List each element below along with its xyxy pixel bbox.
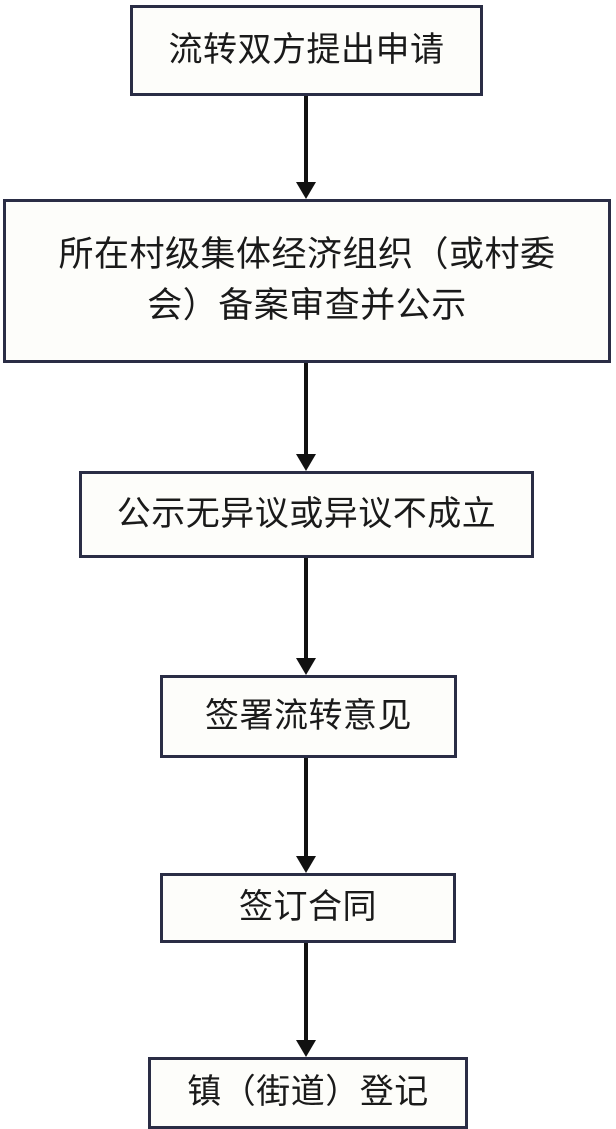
flowchart-node-sign-transfer-opinion[interactable]: 签署流转意见 <box>160 675 457 758</box>
connector-step2-to-step3 <box>292 363 320 471</box>
connector-step5-to-step6 <box>292 943 320 1057</box>
flowchart-node-label: 流转双方提出申请 <box>168 29 445 70</box>
flowchart-node-label: 公示无异议或异议不成立 <box>116 493 497 534</box>
flowchart-node-label: 签订合同 <box>239 887 377 928</box>
connector-step4-to-step5 <box>292 758 320 873</box>
connector-step3-to-step4 <box>292 558 320 675</box>
flowchart-node-sign-contract[interactable]: 签订合同 <box>160 873 456 943</box>
flowchart-node-town-registration[interactable]: 镇（街道）登记 <box>148 1057 468 1129</box>
flowchart-node-label: 镇（街道）登记 <box>187 1072 429 1113</box>
flowchart-node-label: 所在村级集体经济组织（或村委 会）备案审查并公示 <box>58 235 556 326</box>
connector-step1-to-step2 <box>292 96 320 199</box>
flowchart-node-application-submission[interactable]: 流转双方提出申请 <box>130 5 483 96</box>
flowchart-node-label: 签署流转意见 <box>205 695 412 736</box>
flowchart-node-village-record-review-publicity[interactable]: 所在村级集体经济组织（或村委 会）备案审查并公示 <box>3 199 611 363</box>
flowchart-node-no-objection[interactable]: 公示无异议或异议不成立 <box>79 471 534 558</box>
